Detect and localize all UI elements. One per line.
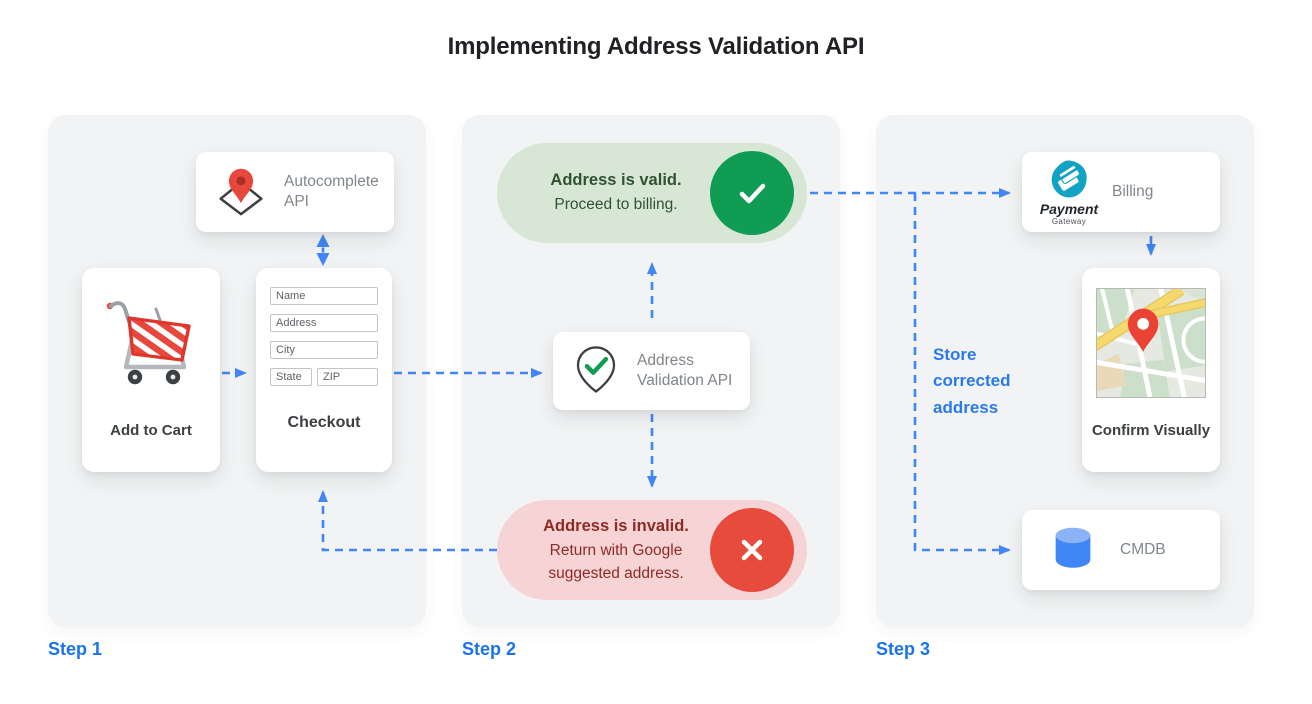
x-circle-icon xyxy=(710,508,794,592)
autocomplete-api-card: Autocomplete API xyxy=(196,152,394,232)
checkout-label: Checkout xyxy=(287,414,361,431)
payment-logo-text: Payment xyxy=(1039,201,1099,218)
step-1-label: Step 1 xyxy=(48,639,103,659)
cmdb-label: CMDB xyxy=(1120,541,1166,559)
step-2-label: Step 2 xyxy=(462,639,517,659)
address-field: Address xyxy=(270,314,378,332)
confirm-visually-label: Confirm Visually xyxy=(1091,422,1211,439)
payment-gateway-logo: Payment Gateway xyxy=(1036,159,1102,226)
gateway-logo-text: Gateway xyxy=(1051,217,1087,227)
confirm-visually-card: Confirm Visually xyxy=(1082,268,1220,472)
valid-pill-title: Address is valid. xyxy=(550,171,682,190)
address-validation-api-label: Address Validation API xyxy=(637,352,733,389)
city-field: City xyxy=(270,341,378,359)
map-thumbnail xyxy=(1096,288,1206,398)
invalid-pill-text: Address is invalid. Return with Google s… xyxy=(523,500,709,600)
autocomplete-api-label: Autocomplete API xyxy=(284,173,379,210)
valid-pill-subtitle: Proceed to billing. xyxy=(554,196,678,214)
checkmark-circle-icon xyxy=(710,151,794,235)
invalid-pill-subtitle: Return with Google suggested address. xyxy=(548,541,684,582)
cmdb-card: CMDB xyxy=(1022,510,1220,590)
zip-field: ZIP xyxy=(317,368,378,386)
address-validation-api-card: Address Validation API xyxy=(553,332,750,410)
page-title: Implementing Address Validation API xyxy=(447,33,865,60)
add-to-cart-card: Add to Cart xyxy=(82,268,220,472)
store-corrected-address-note: Store corrected address xyxy=(933,345,1011,417)
add-to-cart-label: Add to Cart xyxy=(110,422,192,439)
billing-card: Payment Gateway Billing xyxy=(1022,152,1220,232)
state-field: State xyxy=(270,368,312,386)
valid-pill-text: Address is valid. Proceed to billing. xyxy=(523,143,709,243)
maps-pin-diamond-icon xyxy=(212,161,270,224)
invalid-pill-title: Address is invalid. xyxy=(543,516,689,535)
checkout-card: Name Address City State ZIP Checkout xyxy=(256,268,392,472)
shopping-cart-icon xyxy=(96,288,206,398)
database-icon xyxy=(1044,521,1102,580)
address-valid-pill: Address is valid. Proceed to billing. xyxy=(497,143,807,243)
name-field: Name xyxy=(270,287,378,305)
step-3-label: Step 3 xyxy=(876,639,931,659)
validation-pin-check-icon xyxy=(569,342,623,401)
payment-gateway-blob-icon xyxy=(1051,160,1087,198)
address-invalid-pill: Address is invalid. Return with Google s… xyxy=(497,500,807,600)
billing-label: Billing xyxy=(1112,183,1154,201)
